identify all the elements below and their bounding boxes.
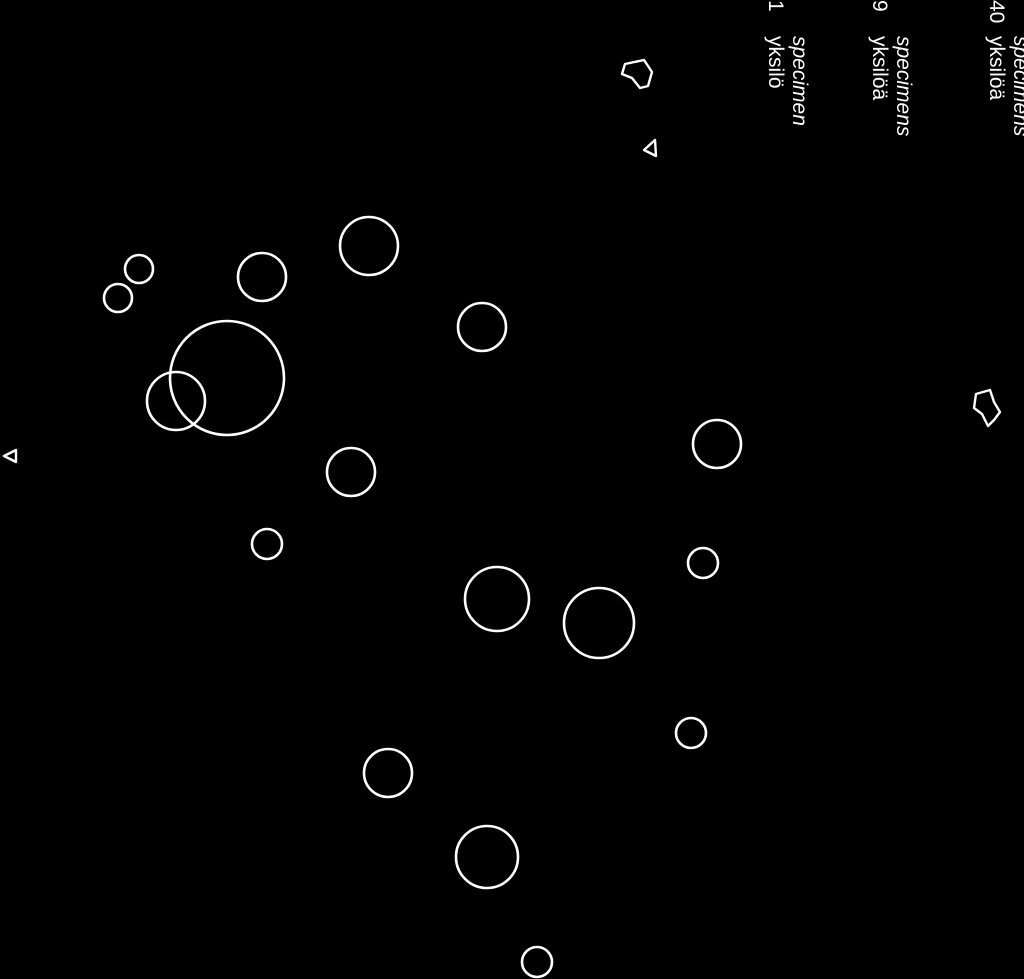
legend-label-fi: yksilöä	[868, 36, 891, 101]
legend-label-fi: yksilöä	[985, 36, 1008, 101]
specimen-marker	[520, 945, 554, 979]
specimen-marker	[463, 565, 531, 633]
legend-label-en: specimens	[892, 36, 915, 137]
specimen-marker	[338, 215, 400, 277]
specimen-marker	[102, 282, 134, 314]
legend-entry-40: 40 yksilöä specimens	[985, 0, 1024, 137]
specimen-marker	[145, 370, 207, 432]
specimen-marker	[250, 527, 284, 561]
specimen-marker	[168, 319, 286, 437]
specimen-marker	[691, 418, 743, 470]
legend: 40 yksilöä specimens 9 yksilöä specimens…	[764, 0, 1024, 137]
legend-entry-9: 9 yksilöä specimens	[868, 0, 915, 137]
specimen-marker	[362, 747, 414, 799]
specimen-marker	[686, 546, 720, 580]
coastline-fragment-left	[2, 448, 18, 464]
legend-count: 9	[868, 0, 891, 12]
specimen-marker	[674, 716, 708, 750]
specimen-marker	[123, 253, 155, 285]
coastline-fragment-top	[620, 58, 654, 90]
legend-label-en: specimens	[1009, 36, 1024, 137]
specimen-marker	[562, 586, 636, 660]
legend-entry-1: 1 yksilö specimen	[764, 0, 811, 126]
specimen-marker	[325, 446, 377, 498]
specimen-marker	[454, 824, 520, 890]
specimen-markers	[102, 215, 743, 979]
legend-count: 40	[985, 0, 1008, 23]
specimen-marker	[236, 251, 288, 303]
legend-count: 1	[764, 0, 787, 12]
coastline-fragment-small	[642, 138, 658, 158]
legend-label-en: specimen	[788, 36, 811, 126]
coastline-fragment-right	[972, 388, 1002, 428]
legend-label-fi: yksilö	[764, 36, 787, 89]
specimen-marker	[456, 301, 508, 353]
